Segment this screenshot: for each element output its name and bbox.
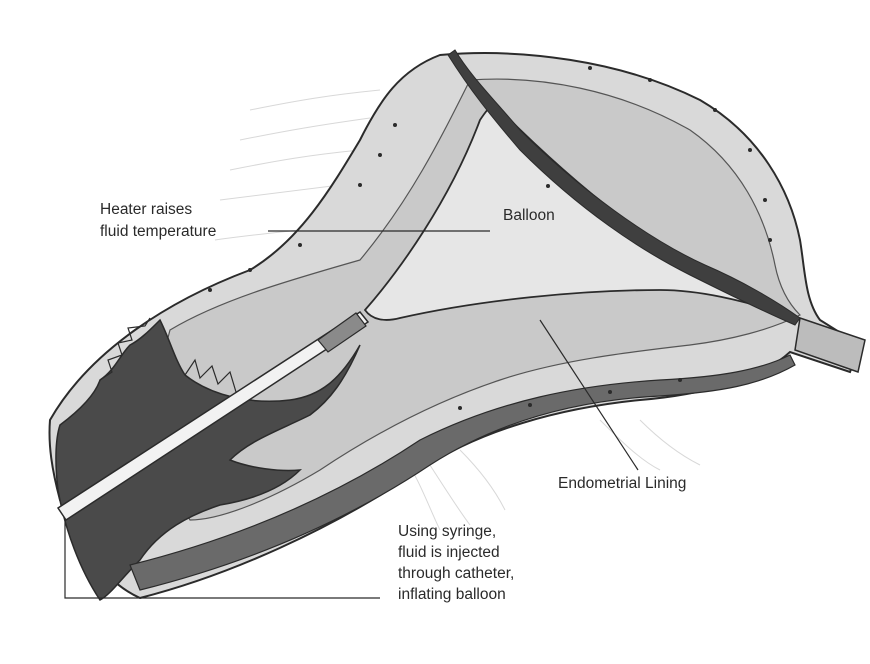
- fold-ridges: [99, 317, 237, 393]
- syringe-label-line2: fluid is injected: [398, 544, 500, 561]
- endometrial-leader: [539, 319, 639, 471]
- catheter: [56, 311, 370, 522]
- leader-lines: [64, 230, 639, 599]
- syringe-label-line1: Using syringe,: [398, 523, 496, 540]
- endometrial-lining-label: Endometrial Lining: [558, 475, 686, 492]
- heater-label-line2: fluid temperature: [100, 223, 216, 240]
- heater-label-line1: Heater raises: [100, 201, 192, 218]
- syringe-label-line3: through catheter,: [398, 565, 514, 582]
- tissue-speckles: [208, 66, 772, 410]
- right-ligament: [794, 317, 866, 373]
- syringe-leader: [64, 520, 380, 599]
- syringe-label-line4: inflating balloon: [398, 586, 506, 603]
- labels: Heater raises fluid temperature Balloon …: [100, 201, 686, 603]
- lower-wall-band: [129, 354, 796, 591]
- upper-tube: [447, 49, 801, 326]
- balloon-label: Balloon: [503, 207, 555, 224]
- cervical-canal-dark: [55, 318, 361, 601]
